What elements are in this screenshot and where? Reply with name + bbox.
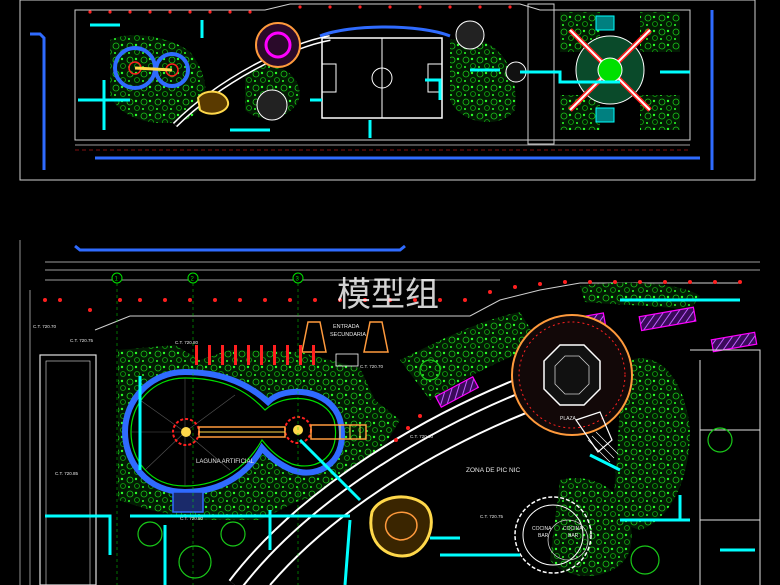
cyan-utility-lines	[45, 298, 755, 585]
label-cocina-4: BAR	[568, 533, 579, 539]
top-overview-plan	[19, 0, 756, 181]
top-plaza-ring	[255, 22, 301, 68]
cota-2: C.T. 720.75	[70, 338, 94, 343]
entrance-right-wing	[363, 321, 389, 353]
top-pool	[196, 90, 230, 115]
cota-3: C.T. 720.80	[175, 340, 199, 345]
label-zona-picnic: ZONA DE PIC NIC	[466, 467, 520, 474]
cota-1: C.T. 720.70	[33, 324, 57, 329]
cocina-bar-left	[514, 496, 592, 574]
grid-marker-2: 2	[187, 272, 199, 284]
cota-6: C.T. 720.70	[360, 364, 384, 369]
top-octagon-plaza	[455, 20, 485, 50]
svg-text:3: 3	[296, 277, 300, 283]
greenery-right	[610, 358, 690, 530]
top-round-plaza	[256, 89, 288, 121]
label-entrada-2: SECUNDARIA	[330, 332, 366, 338]
plaza-ramp	[575, 411, 613, 453]
entrance-steps	[335, 353, 359, 367]
cota-7: C.T. 720.60	[410, 434, 434, 439]
plaza-octagon	[543, 344, 601, 406]
label-laguna: LAGUNA ARTIFICIAL	[196, 459, 255, 465]
lagoon-pier	[310, 424, 367, 440]
top-field-arc	[319, 25, 451, 38]
top-cyan-lines	[78, 20, 690, 138]
top-site-boundary	[74, 3, 691, 141]
site-boundary	[94, 282, 740, 331]
top-greenery-3	[450, 38, 516, 123]
svg-text:2: 2	[191, 277, 195, 283]
red-dot-markers	[43, 280, 742, 442]
top-red-dots	[88, 5, 512, 14]
label-plaza: PLAZA	[560, 416, 577, 422]
watermark-text: 模型组	[337, 275, 439, 315]
left-building	[39, 354, 97, 585]
cocina-bar-right	[547, 519, 589, 561]
picnic-pool	[369, 495, 433, 558]
top-road-left	[30, 32, 46, 170]
cota-8: C.T. 720.75	[480, 514, 504, 519]
dimension-lines	[19, 240, 760, 585]
cota-5: C.T. 720.80	[180, 516, 204, 521]
bottom-road-top	[74, 244, 406, 252]
svg-text:1: 1	[115, 277, 119, 283]
grid-marker-1: 1	[111, 272, 123, 284]
top-greenery-7	[640, 95, 680, 130]
bollard-row	[195, 345, 315, 365]
bench-1	[434, 376, 480, 408]
cota-4: C.T. 720.85	[55, 471, 79, 476]
label-cocina-3: COCINA	[563, 526, 583, 532]
top-frame	[19, 0, 756, 181]
top-avenue	[527, 3, 555, 145]
label-cocina-2: BAR	[538, 533, 549, 539]
bench-4	[710, 331, 758, 353]
bottom-detail-plan: LAGUNA ARTIFICIAL ENTRADA SECUNDARIA PLA…	[19, 240, 761, 585]
bench-3	[638, 306, 697, 332]
label-cocina-1: COCINA	[532, 526, 552, 532]
greenery-top-right	[580, 282, 700, 310]
tree-symbols	[137, 359, 733, 579]
right-building	[690, 349, 761, 585]
lagoon-dock	[172, 491, 204, 513]
grid-marker-3: 3	[292, 272, 304, 284]
lagoon-radial-lines	[131, 378, 236, 486]
label-entrada-1: ENTRADA	[333, 324, 360, 330]
entrance-left-wing	[301, 321, 327, 353]
